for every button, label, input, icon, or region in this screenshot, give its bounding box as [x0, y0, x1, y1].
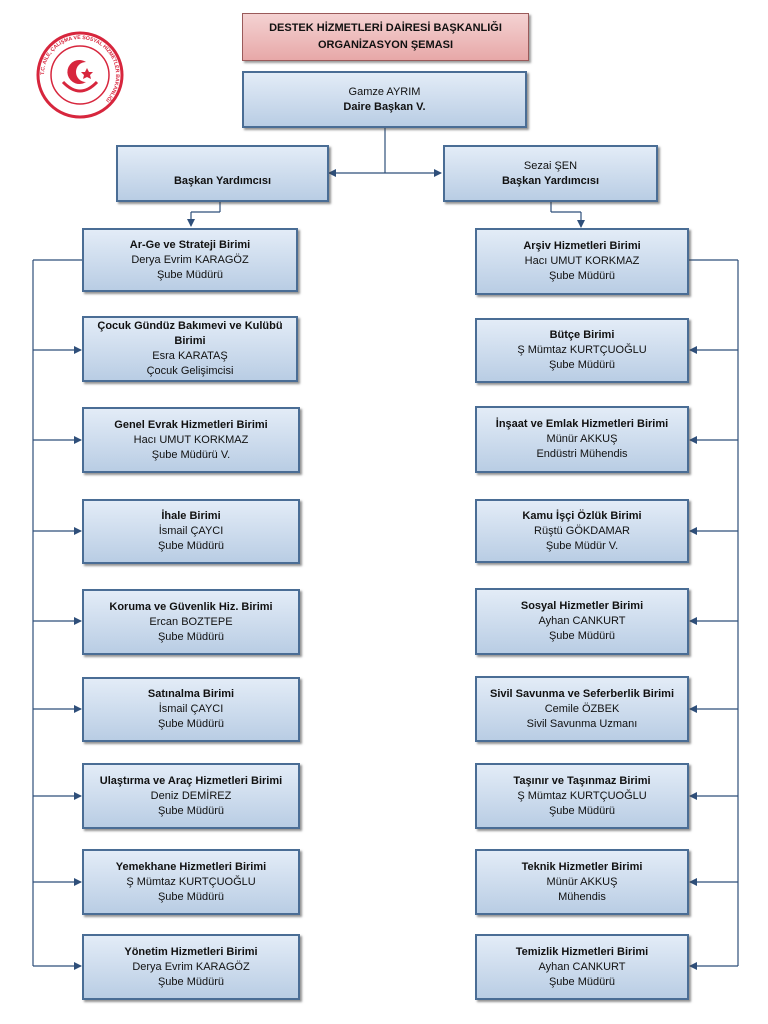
unit-person: Ş Mümtaz KURTÇUOĞLU [517, 344, 647, 356]
unit-box: Sivil Savunma ve Seferberlik Birimi Cemi… [475, 676, 689, 742]
unit-box: Temizlik Hizmetleri Birimi Ayhan CANKURT… [475, 934, 689, 1000]
unit-name: Çocuk Gündüz Bakımevi ve Kulübü Birimi [97, 320, 283, 347]
unit-role: Şube Müdürü [157, 540, 225, 552]
unit-person: Münür AKKUŞ [546, 875, 618, 888]
unit-role: Şube Müdürü [548, 804, 616, 817]
unit-name: Yemekhane Hizmetleri Birimi [115, 860, 267, 873]
unit-name: Ulaştırma ve Araç Hizmetleri Birimi [99, 774, 283, 787]
unit-role: Şube Müdürü [548, 359, 616, 371]
unit-box: İnşaat ve Emlak Hizmetleri Birimi Münür … [475, 406, 689, 473]
unit-role: Şube Müdürü [548, 630, 616, 642]
unit-name: Yönetim Hizmetleri Birimi [124, 945, 258, 958]
chart-title-line2: ORGANİZASYON ŞEMASI [317, 39, 454, 51]
head-title: Daire Başkan V. [343, 100, 426, 113]
unit-person: Ayhan CANKURT [538, 615, 626, 627]
unit-box: Arşiv Hizmetleri Birimi Hacı UMUT KORKMA… [475, 228, 689, 295]
chart-title-box: DESTEK HİZMETLERİ DAİRESİ BAŞKANLIĞI ORG… [242, 13, 529, 61]
unit-box: Bütçe Birimi Ş Mümtaz KURTÇUOĞLU Şube Mü… [475, 318, 689, 383]
unit-name: Sivil Savunma ve Seferberlik Birimi [489, 687, 675, 700]
unit-box: Sosyal Hizmetler Birimi Ayhan CANKURT Şu… [475, 588, 689, 655]
unit-person: Derya Evrim KARAGÖZ [131, 253, 249, 266]
unit-name: Temizlik Hizmetleri Birimi [515, 945, 649, 958]
unit-name: Sosyal Hizmetler Birimi [520, 600, 644, 612]
unit-name: İnşaat ve Emlak Hizmetleri Birimi [495, 418, 669, 430]
unit-person: Ş Mümtaz KURTÇUOĞLU [126, 875, 256, 888]
unit-person: Cemile ÖZBEK [544, 702, 620, 715]
deputy-title: Başkan Yardımcısı [173, 174, 272, 187]
unit-name: Teknik Hizmetler Birimi [521, 860, 643, 873]
unit-role: Şube Müdürü [157, 630, 225, 643]
unit-box: Koruma ve Güvenlik Hiz. Birimi Ercan BOZ… [82, 589, 300, 655]
unit-box: İhale Birimi İsmail ÇAYCI Şube Müdürü [82, 499, 300, 564]
unit-person: Esra KARATAŞ [152, 350, 228, 362]
unit-name: Taşınır ve Taşınmaz Birimi [513, 774, 651, 787]
unit-box: Satınalma Birimi İsmail ÇAYCI Şube Müdür… [82, 677, 300, 742]
unit-role: Şube Müdürü [157, 975, 225, 988]
unit-name: Koruma ve Güvenlik Hiz. Birimi [109, 600, 273, 613]
unit-role: Şube Müdürü [157, 890, 225, 903]
unit-role: Şube Müdürü [157, 718, 225, 730]
unit-name: Satınalma Birimi [147, 688, 235, 700]
unit-box: Genel Evrak Hizmetleri Birimi Hacı UMUT … [82, 407, 300, 473]
unit-person: Münür AKKUŞ [546, 433, 618, 445]
unit-name: Ar-Ge ve Strateji Birimi [129, 238, 251, 251]
unit-name: Arşiv Hizmetleri Birimi [523, 240, 641, 252]
unit-role: Mühendis [558, 890, 606, 903]
unit-person: Hacı UMUT KORKMAZ [524, 255, 640, 267]
unit-name: Genel Evrak Hizmetleri Birimi [114, 418, 268, 431]
unit-box: Yemekhane Hizmetleri Birimi Ş Mümtaz KUR… [82, 849, 300, 915]
left-branch-arrows [33, 346, 82, 970]
unit-role: Şube Müdür V. [545, 539, 619, 552]
unit-role: Şube Müdürü [548, 270, 616, 282]
unit-person: Ercan BOZTEPE [149, 615, 233, 628]
head-box: Gamze AYRIM Daire Başkan V. [242, 71, 527, 128]
unit-box: Teknik Hizmetler Birimi Münür AKKUŞ Mühe… [475, 849, 689, 915]
deputy-box-left: Başkan Yardımcısı [116, 145, 329, 202]
deputy-name: Sezai ŞEN [523, 159, 578, 172]
unit-role: Şube Müdürü [157, 804, 225, 817]
deputy-title: Başkan Yardımcısı [501, 174, 600, 187]
chart-title-line1: DESTEK HİZMETLERİ DAİRESİ BAŞKANLIĞI [269, 22, 502, 34]
unit-box: Yönetim Hizmetleri Birimi Derya Evrim KA… [82, 934, 300, 1000]
unit-person: Rüştü GÖKDAMAR [534, 524, 630, 537]
unit-box: Kamu İşçi Özlük Birimi Rüştü GÖKDAMAR Şu… [475, 499, 689, 563]
right-branch-arrows [689, 346, 738, 970]
unit-role: Çocuk Gelişimcisi [146, 365, 234, 377]
ministry-logo: T.C. AİLE, ÇALIŞMA VE SOSYAL HİZMETLER B… [36, 31, 124, 119]
unit-name: Kamu İşçi Özlük Birimi [522, 509, 642, 522]
unit-name: Bütçe Birimi [549, 329, 615, 341]
unit-role: Şube Müdürü V. [151, 448, 231, 461]
head-name: Gamze AYRIM [348, 85, 421, 98]
unit-role: Sivil Savunma Uzmanı [526, 717, 638, 730]
unit-person: Deniz DEMİREZ [150, 789, 232, 802]
unit-box: Ulaştırma ve Araç Hizmetleri Birimi Deni… [82, 763, 300, 829]
unit-box: Çocuk Gündüz Bakımevi ve Kulübü Birimi E… [82, 316, 298, 382]
deputy-box-right: Sezai ŞEN Başkan Yardımcısı [443, 145, 658, 202]
unit-role: Şube Müdürü [156, 268, 224, 281]
unit-role: Şube Müdürü [548, 975, 616, 988]
unit-person: Derya Evrim KARAGÖZ [132, 960, 250, 973]
unit-role: Endüstri Mühendis [536, 448, 628, 460]
unit-box: Ar-Ge ve Strateji Birimi Derya Evrim KAR… [82, 228, 298, 292]
unit-person: İsmail ÇAYCI [158, 703, 224, 715]
unit-person: İsmail ÇAYCI [158, 525, 224, 537]
unit-person: Ayhan CANKURT [538, 960, 626, 973]
unit-person: Hacı UMUT KORKMAZ [133, 433, 249, 446]
unit-person: Ş Mümtaz KURTÇUOĞLU [517, 789, 647, 802]
unit-name: İhale Birimi [161, 510, 221, 522]
unit-box: Taşınır ve Taşınmaz Birimi Ş Mümtaz KURT… [475, 763, 689, 829]
